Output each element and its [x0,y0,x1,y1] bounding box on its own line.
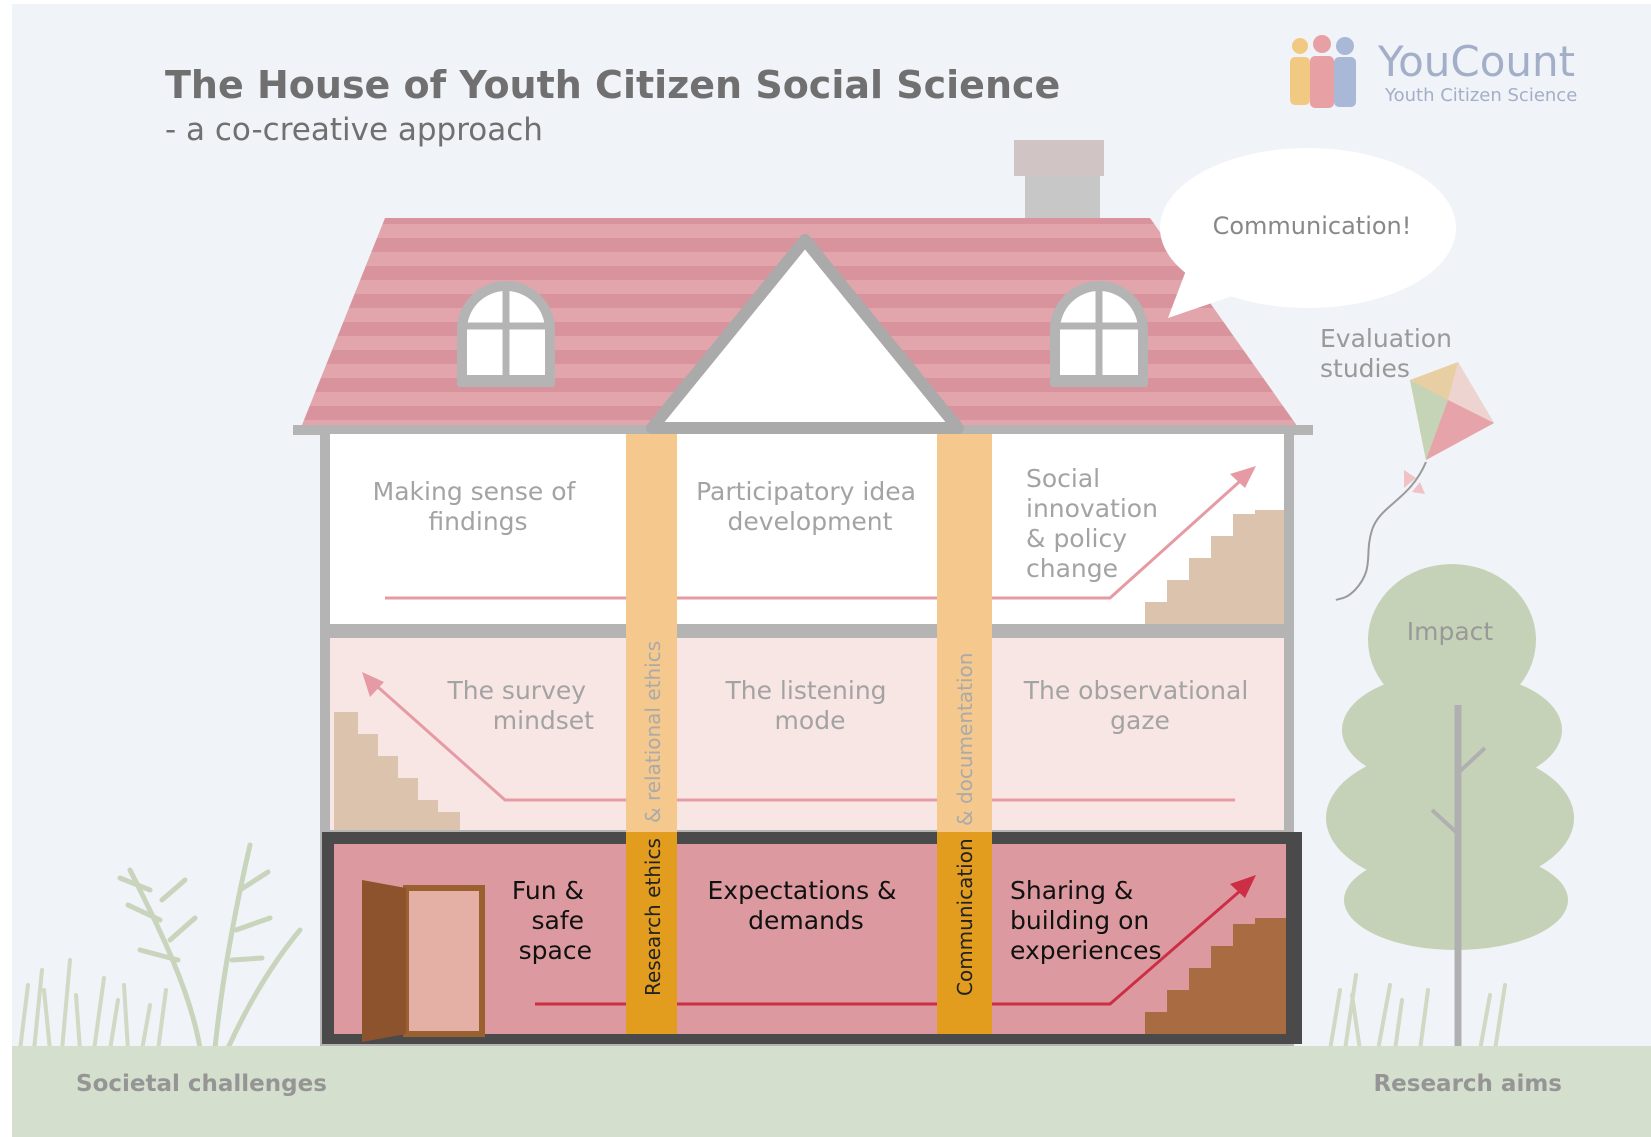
logo-tagline: Youth Citizen Science [1384,85,1577,106]
stairs-top [1145,510,1284,624]
room-label-middle-middle: The listening mode [724,676,894,735]
page-subtitle: - a co-creative approach [165,112,543,148]
arrow-ground [535,882,1249,1006]
arrow-ground-head [1230,875,1256,898]
roof [293,218,1313,435]
pillar-left: Research ethics & relational ethics [626,434,677,1034]
speech-bubble: Communication! [1160,148,1456,318]
room-label-middle-right: The observational gaze [1023,676,1257,735]
room-label-line: mode [775,706,846,735]
pillar-right-upper: & documentation [953,653,977,826]
room-label-line: Sharing & [1010,876,1133,905]
room-label-ground-middle: Expectations & demands [707,876,904,935]
room-label-line: Fun & [512,876,584,905]
ground [12,1046,1651,1137]
room-label-line: space [519,936,592,965]
room-label-line: Making sense of [373,477,577,506]
room-label-ground-left: Fun & safe space [512,876,592,965]
room-label-line: Expectations & [707,876,896,905]
middle-floor [330,638,1284,830]
room-label-line: & policy [1026,524,1127,553]
arrow-middle-head [362,672,384,697]
grass-right [1328,973,1507,1052]
room-label-line: The listening [724,676,886,705]
arrow-top-head [1230,466,1256,488]
kite-label-line: studies [1320,354,1410,383]
room-label-line: mindset [493,706,594,735]
gable [646,234,964,434]
room-label-line: change [1026,554,1118,583]
tree: Impact [1326,564,1574,1048]
kite-label: Evaluation studies [1320,324,1460,383]
roof-window-right [1050,281,1148,387]
room-label-line: demands [748,906,864,935]
pillar-right: Communication & documentation [937,434,992,1034]
room-label-top-middle: Participatory idea development [696,477,924,536]
stairs-ground [1145,918,1286,1034]
room-label-line: The observational [1023,676,1249,705]
ground-label-left: Societal challenges [76,1071,327,1097]
room-label-line: experiences [1010,936,1162,965]
plant-left [117,842,303,1051]
pillar-left-upper: & relational ethics [641,641,665,823]
ground-floor [322,832,1302,1044]
stairs-middle [334,712,460,830]
room-label-line: safe [532,906,585,935]
room-label-line: The survey [446,676,586,705]
tree-label: Impact [1407,617,1494,646]
top-floor [330,434,1284,624]
room-label-line: gaze [1110,706,1170,735]
pillar-left-lower: Research ethics [641,838,665,996]
kite-label-line: Evaluation [1320,324,1452,353]
room-label-middle-left: The survey mindset [446,676,594,735]
page-title: The House of Youth Citizen Social Scienc… [165,63,1060,107]
room-label-top-left: Making sense of findings [373,477,584,536]
ground-label-right: Research aims [1373,1071,1562,1097]
kite: Evaluation studies [1320,324,1494,601]
room-label-line: Participatory idea [696,477,916,506]
people-logo-icon [1290,35,1356,108]
room-label-ground-right: Sharing & building on experiences [1010,876,1162,965]
pillar-right-lower: Communication [953,838,977,996]
room-label-line: development [728,507,893,536]
room-label-line: Social [1026,464,1100,493]
logo-name: YouCount [1377,37,1575,86]
roof-window-left [457,281,555,387]
grass-left [18,958,168,1052]
speech-bubble-text: Communication! [1213,212,1412,240]
door[interactable] [362,880,485,1042]
room-label-line: building on [1010,906,1149,935]
chimney [1014,140,1104,220]
room-label-top-right: Social innovation & policy change [1026,464,1166,583]
room-label-line: findings [428,507,527,536]
youcount-logo: YouCount Youth Citizen Science [1290,35,1577,108]
room-label-line: innovation [1026,494,1158,523]
